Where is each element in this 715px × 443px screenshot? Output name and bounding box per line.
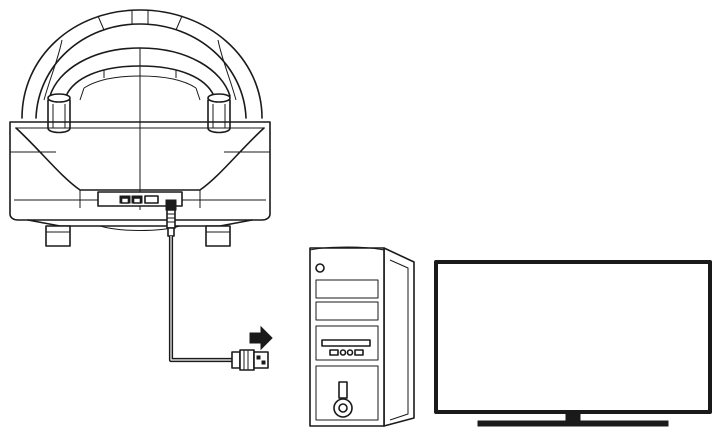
pc-tower-icon [309, 246, 415, 427]
arrow-right-icon [249, 325, 273, 351]
usb-plug-icon [231, 349, 269, 371]
usb-cable [165, 199, 232, 363]
monitor-icon [434, 260, 712, 427]
steering-wheel-icon [9, 9, 271, 247]
